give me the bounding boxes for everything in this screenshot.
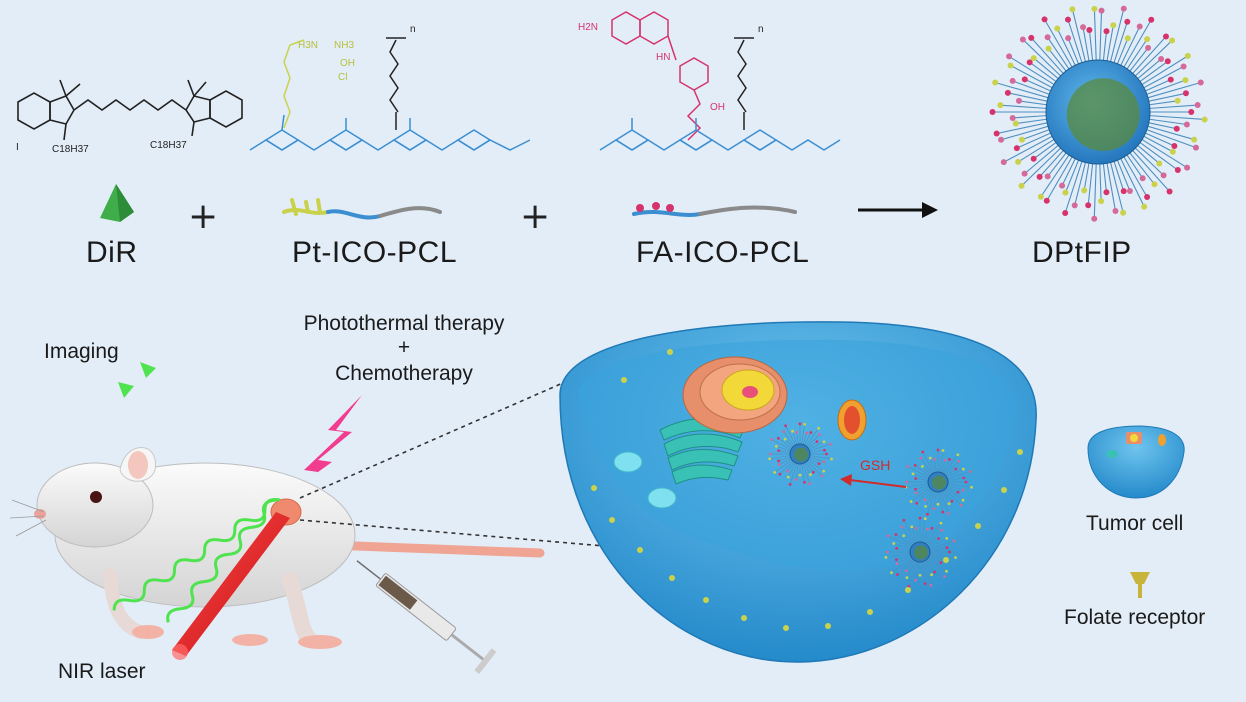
- therapy-plus: +: [284, 336, 524, 360]
- nir-laser-label: NIR laser: [58, 660, 146, 684]
- pt-ammine-b: NH3: [334, 40, 354, 51]
- plus-sign-1: +: [188, 196, 218, 237]
- pt-chloride: Cl: [338, 72, 347, 83]
- nucleus-icon: [683, 357, 787, 433]
- pt-repeat-n: n: [410, 24, 416, 35]
- mouse-far-paw: [232, 634, 268, 646]
- mouse-eye: [90, 491, 102, 503]
- mitochondrion-icon: [838, 400, 866, 440]
- pt-ico-pcl-label: Pt-ICO-PCL: [292, 236, 457, 270]
- legend-tumor-cell-label: Tumor cell: [1086, 512, 1183, 536]
- fa-repeat-n: n: [758, 24, 764, 35]
- vesicle-2: [648, 488, 676, 508]
- pt-ammine-a: H3N: [298, 40, 318, 51]
- mouse-ear-inner: [128, 451, 148, 479]
- mouse-front-paw: [132, 625, 164, 639]
- fa-ico-pcl-label: FA-ICO-PCL: [636, 236, 809, 270]
- dir-chain-right: C18H37: [150, 140, 187, 151]
- dptfip-label: DPtFIP: [1032, 236, 1132, 270]
- mouse-hind-paw: [298, 635, 342, 649]
- imaging-label: Imaging: [44, 340, 119, 364]
- pt-hydroxyl: OH: [340, 58, 355, 69]
- nir-laser-spot: [172, 644, 188, 660]
- plus-sign-2: +: [520, 196, 550, 237]
- therapy-line-1: Photothermal therapy: [284, 312, 524, 336]
- legend-folate-receptor-label: Folate receptor: [1064, 606, 1205, 630]
- vesicle-1: [614, 452, 642, 472]
- fa-hydroxyl: OH: [710, 102, 725, 113]
- fa-amine: H2N: [578, 22, 598, 33]
- fa-imine: HN: [656, 52, 670, 63]
- therapy-line-2: Chemotherapy: [284, 362, 524, 386]
- dir-chain-left: C18H37: [52, 144, 89, 155]
- dir-label: DiR: [86, 236, 138, 270]
- dir-iodide: I: [16, 142, 19, 153]
- gsh-label: GSH: [860, 457, 890, 473]
